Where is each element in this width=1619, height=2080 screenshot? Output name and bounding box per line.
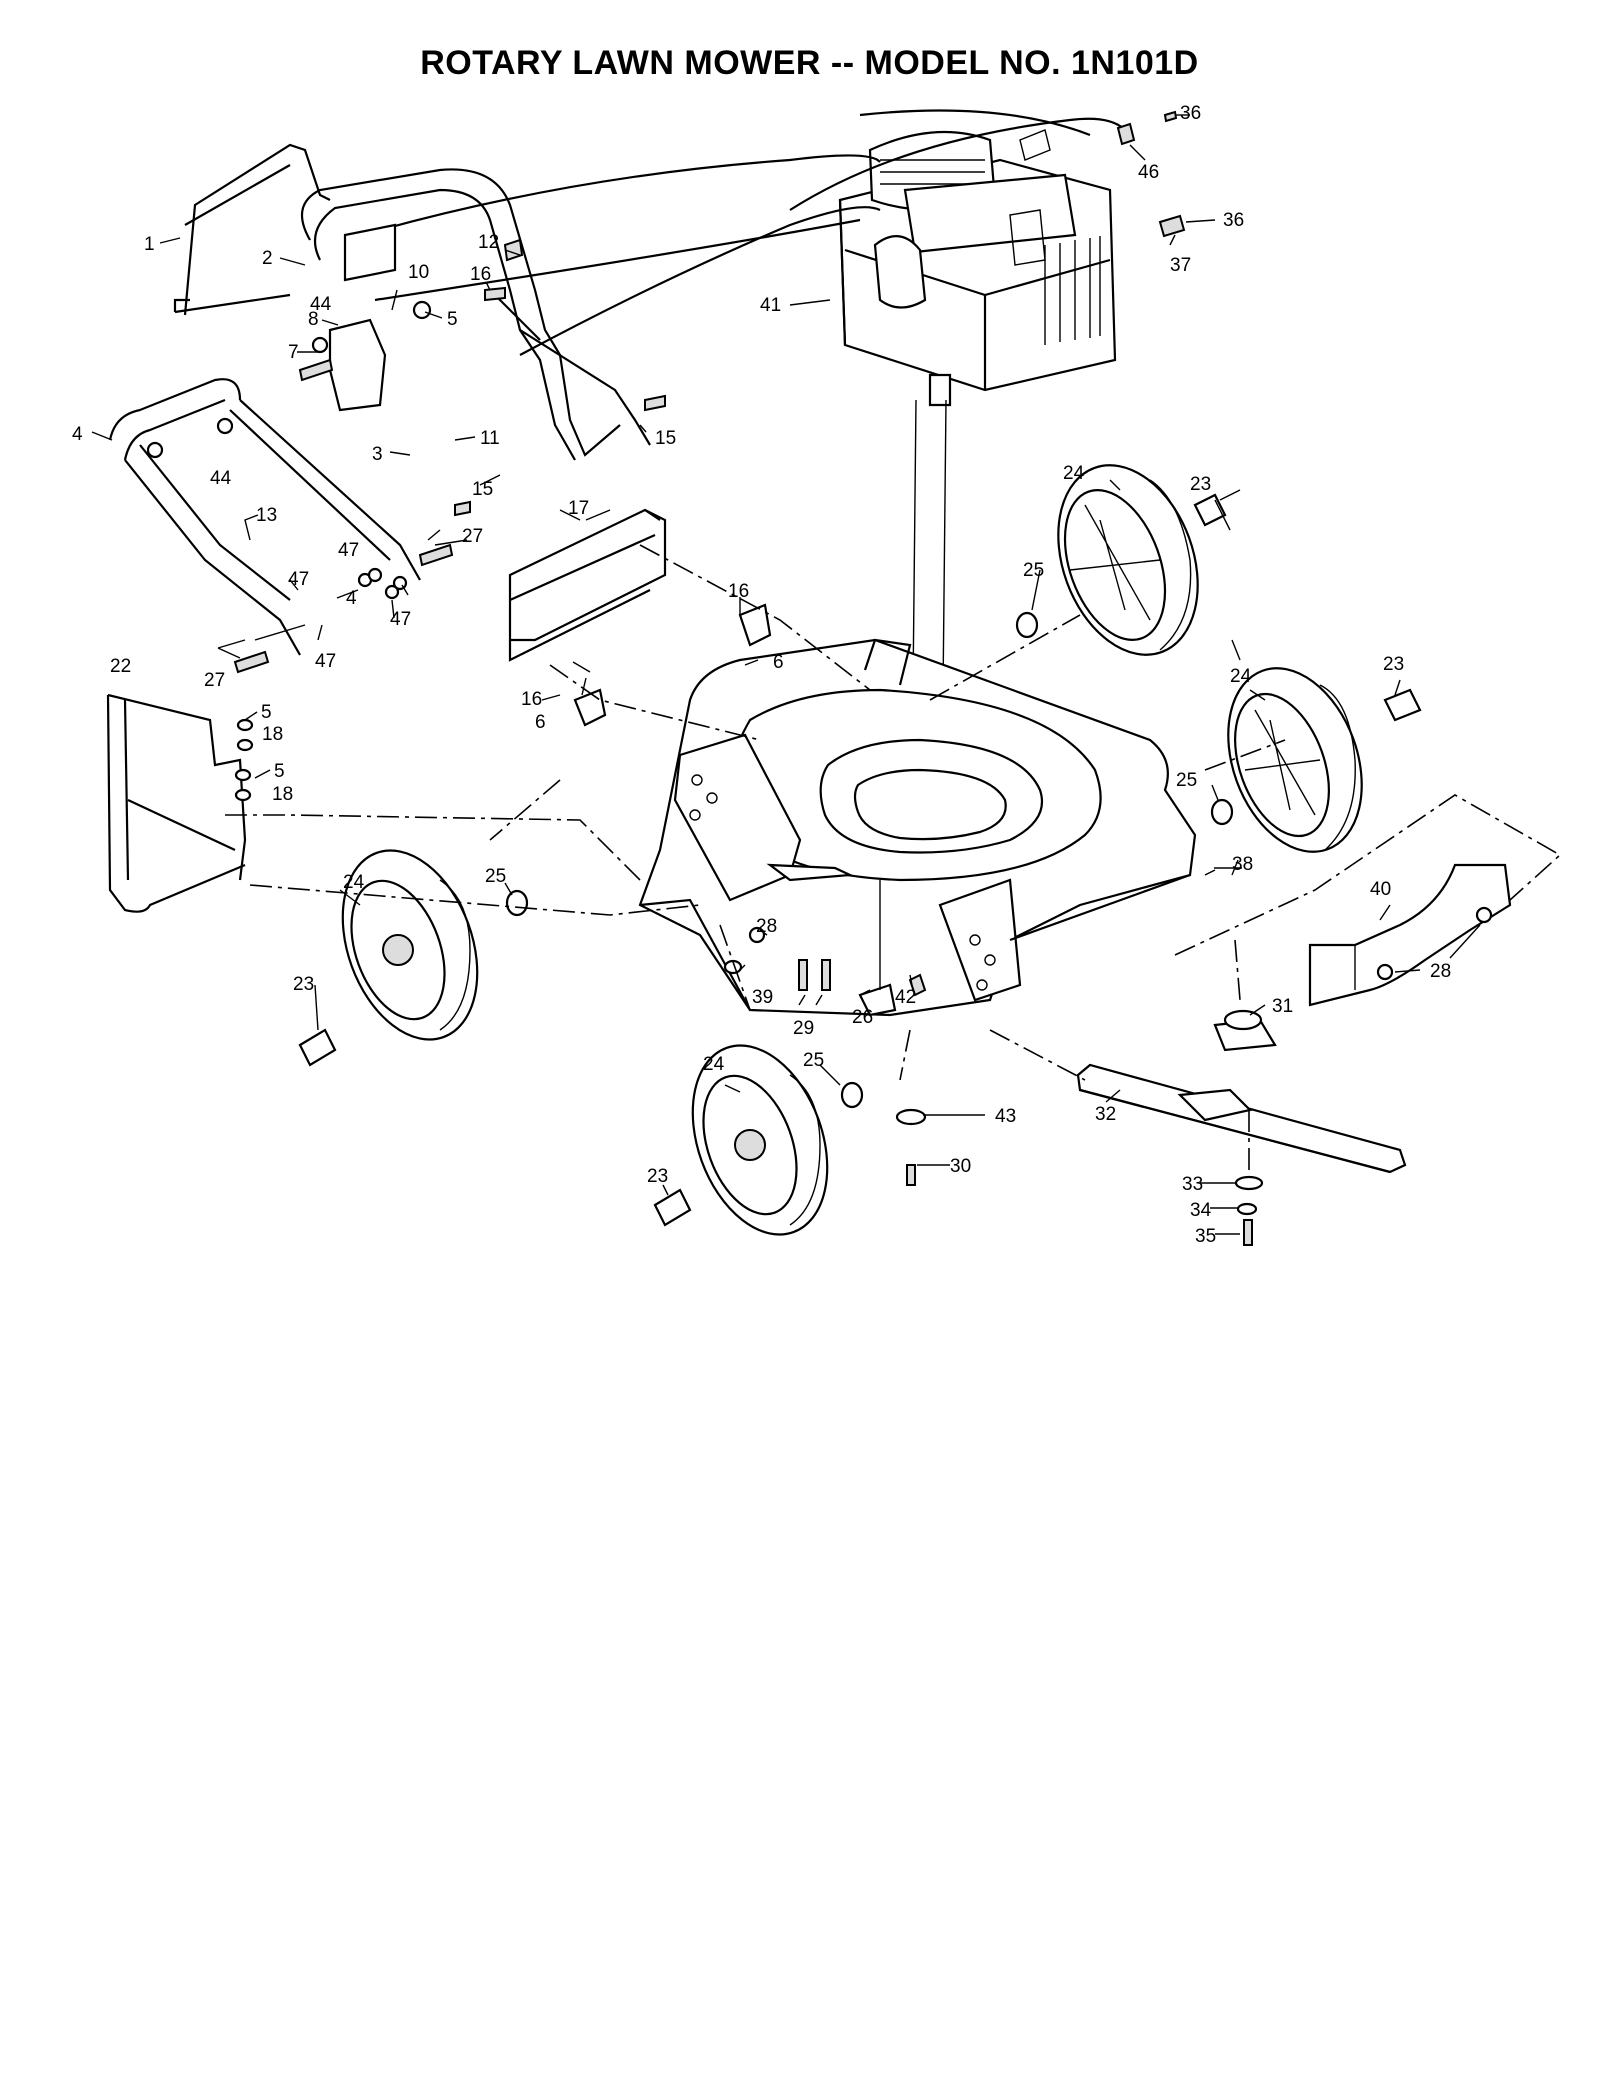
callout-46: 46 bbox=[1138, 162, 1159, 183]
callout-40: 40 bbox=[1370, 879, 1391, 900]
callout-13: 13 bbox=[256, 505, 277, 526]
callout-44-right: 44 bbox=[310, 294, 332, 315]
callout-5-handle: 5 bbox=[447, 309, 458, 330]
callout-29: 29 bbox=[793, 1018, 814, 1039]
callout-26: 26 bbox=[852, 1007, 873, 1028]
wheel-bolts bbox=[298, 493, 1422, 1227]
callout-22: 22 bbox=[110, 656, 131, 677]
diagram-title: ROTARY LAWN MOWER -- MODEL NO. 1N101D bbox=[420, 44, 1199, 82]
callout-34: 34 bbox=[1190, 1200, 1212, 1221]
engine bbox=[838, 129, 1117, 407]
callout-5-deflector-mid: 5 bbox=[274, 761, 285, 782]
callout-38: 38 bbox=[1232, 854, 1253, 875]
deck-mount-parts bbox=[766, 863, 897, 1017]
mower-deck bbox=[638, 638, 1197, 1017]
callout-27-left: 27 bbox=[204, 670, 225, 691]
callout-18-mid: 18 bbox=[272, 784, 293, 805]
callout-42: 42 bbox=[895, 987, 916, 1008]
callout-36-top: 36 bbox=[1180, 103, 1201, 124]
callout-24-front-right: 24 bbox=[1230, 666, 1252, 687]
callout-6-left: 6 bbox=[535, 712, 546, 733]
callout-41: 41 bbox=[760, 295, 781, 316]
callout-16-upper: 16 bbox=[470, 264, 491, 285]
callout-35: 35 bbox=[1195, 1226, 1216, 1247]
rear-baffle bbox=[1308, 863, 1512, 1007]
small-hardware bbox=[146, 110, 1493, 1186]
callout-28-deck: 28 bbox=[756, 916, 777, 937]
callout-23-rear-left: 23 bbox=[293, 974, 314, 995]
callout-5-deflector-top: 5 bbox=[261, 702, 272, 723]
wheel-front-right bbox=[1227, 667, 1363, 853]
callout-24-rear-right: 24 bbox=[1063, 463, 1085, 484]
callout-47-lower-left: 47 bbox=[315, 651, 336, 672]
callout-23-rear-right: 23 bbox=[1190, 474, 1211, 495]
control-cable bbox=[374, 109, 1126, 356]
callout-2: 2 bbox=[262, 248, 273, 269]
callout-17: 17 bbox=[568, 498, 589, 519]
callout-25-front-right: 25 bbox=[1176, 770, 1197, 791]
callout-47-upper-right: 47 bbox=[338, 540, 359, 561]
callout-3: 3 bbox=[372, 444, 383, 465]
callout-37: 37 bbox=[1170, 255, 1191, 276]
callout-23-front-left: 23 bbox=[647, 1166, 668, 1187]
blade-bolt-stack bbox=[1234, 1175, 1264, 1246]
callout-8: 8 bbox=[308, 309, 319, 330]
blade-adapter bbox=[1213, 1009, 1277, 1052]
callout-47-lower-right: 47 bbox=[390, 609, 411, 630]
callout-24-front-left: 24 bbox=[703, 1054, 725, 1075]
callout-16-left: 16 bbox=[521, 689, 542, 710]
callout-28-baffle: 28 bbox=[1430, 961, 1451, 982]
callout-10: 10 bbox=[408, 262, 429, 283]
wheel-rear-left bbox=[341, 849, 479, 1041]
callout-15-upper: 15 bbox=[655, 428, 676, 449]
callout-24-rear-left: 24 bbox=[343, 872, 365, 893]
callout-25-rear-right: 25 bbox=[1023, 560, 1044, 581]
assembly-lines bbox=[225, 544, 1562, 1170]
callout-36-right: 36 bbox=[1223, 210, 1244, 231]
lower-handle bbox=[108, 378, 421, 656]
leader-lines bbox=[91, 114, 1481, 1235]
callout-30: 30 bbox=[950, 1156, 971, 1177]
callout-27-right: 27 bbox=[462, 526, 483, 547]
callout-16-right: 16 bbox=[728, 581, 749, 602]
callout-6-right: 6 bbox=[773, 652, 784, 673]
rear-flap bbox=[508, 508, 667, 662]
wheel-front-left bbox=[691, 1044, 829, 1236]
wheel-rear-right bbox=[1057, 464, 1199, 656]
callout-31: 31 bbox=[1272, 996, 1293, 1017]
callout-18-top: 18 bbox=[262, 724, 283, 745]
callout-7: 7 bbox=[288, 342, 299, 363]
callout-1: 1 bbox=[144, 234, 155, 255]
callout-44-left: 44 bbox=[210, 468, 232, 489]
callout-23-front-right: 23 bbox=[1383, 654, 1404, 675]
callout-12: 12 bbox=[478, 232, 499, 253]
callout-25-front-left: 25 bbox=[803, 1050, 824, 1071]
callout-4-lower: 4 bbox=[346, 588, 357, 609]
callout-11: 11 bbox=[480, 428, 500, 449]
callout-4-upper: 4 bbox=[72, 424, 83, 445]
callout-labels: 1 2 3 4 4 5 5 5 6 6 7 8 10 11 12 13 15 1… bbox=[72, 103, 1451, 1247]
callout-39: 39 bbox=[752, 987, 773, 1008]
wheel-spacers bbox=[505, 611, 1234, 1109]
callout-25-rear-left: 25 bbox=[485, 866, 506, 887]
callout-32: 32 bbox=[1095, 1104, 1116, 1125]
callout-15-lower: 15 bbox=[472, 479, 493, 500]
callout-33: 33 bbox=[1182, 1174, 1203, 1195]
callout-43: 43 bbox=[995, 1106, 1016, 1127]
blade bbox=[1076, 1063, 1407, 1174]
upper-handle bbox=[173, 143, 651, 461]
grass-deflector bbox=[106, 693, 247, 913]
callout-47-upper-left: 47 bbox=[288, 569, 309, 590]
